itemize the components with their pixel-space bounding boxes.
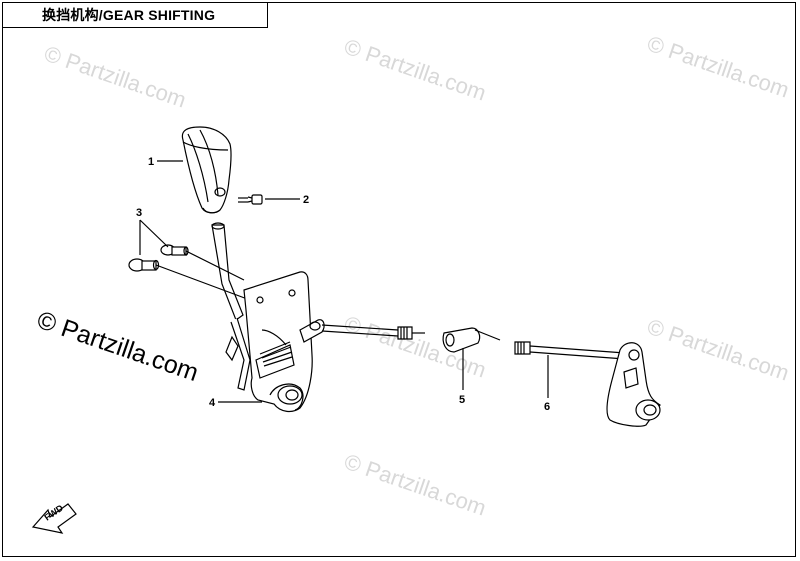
shift-arm-rod	[514, 341, 661, 427]
shift-lever	[211, 222, 251, 391]
callout-3: 3	[136, 207, 142, 219]
callout-2: 2	[303, 194, 309, 206]
shift-bracket	[243, 271, 325, 413]
fwd-arrow-icon	[31, 503, 77, 534]
knob-screw	[238, 194, 263, 205]
rod-connector	[442, 327, 501, 353]
callout-4: 4	[209, 397, 216, 409]
callout-6: 6	[544, 401, 550, 413]
callout-5: 5	[459, 394, 465, 406]
shift-rod	[321, 324, 425, 340]
leader-lines	[139, 160, 549, 403]
mounting-bolts	[128, 244, 251, 301]
shift-knob	[181, 126, 232, 214]
diagram-title: 换挡机构/GEAR SHIFTING	[2, 2, 268, 28]
callout-1: 1	[148, 156, 154, 168]
